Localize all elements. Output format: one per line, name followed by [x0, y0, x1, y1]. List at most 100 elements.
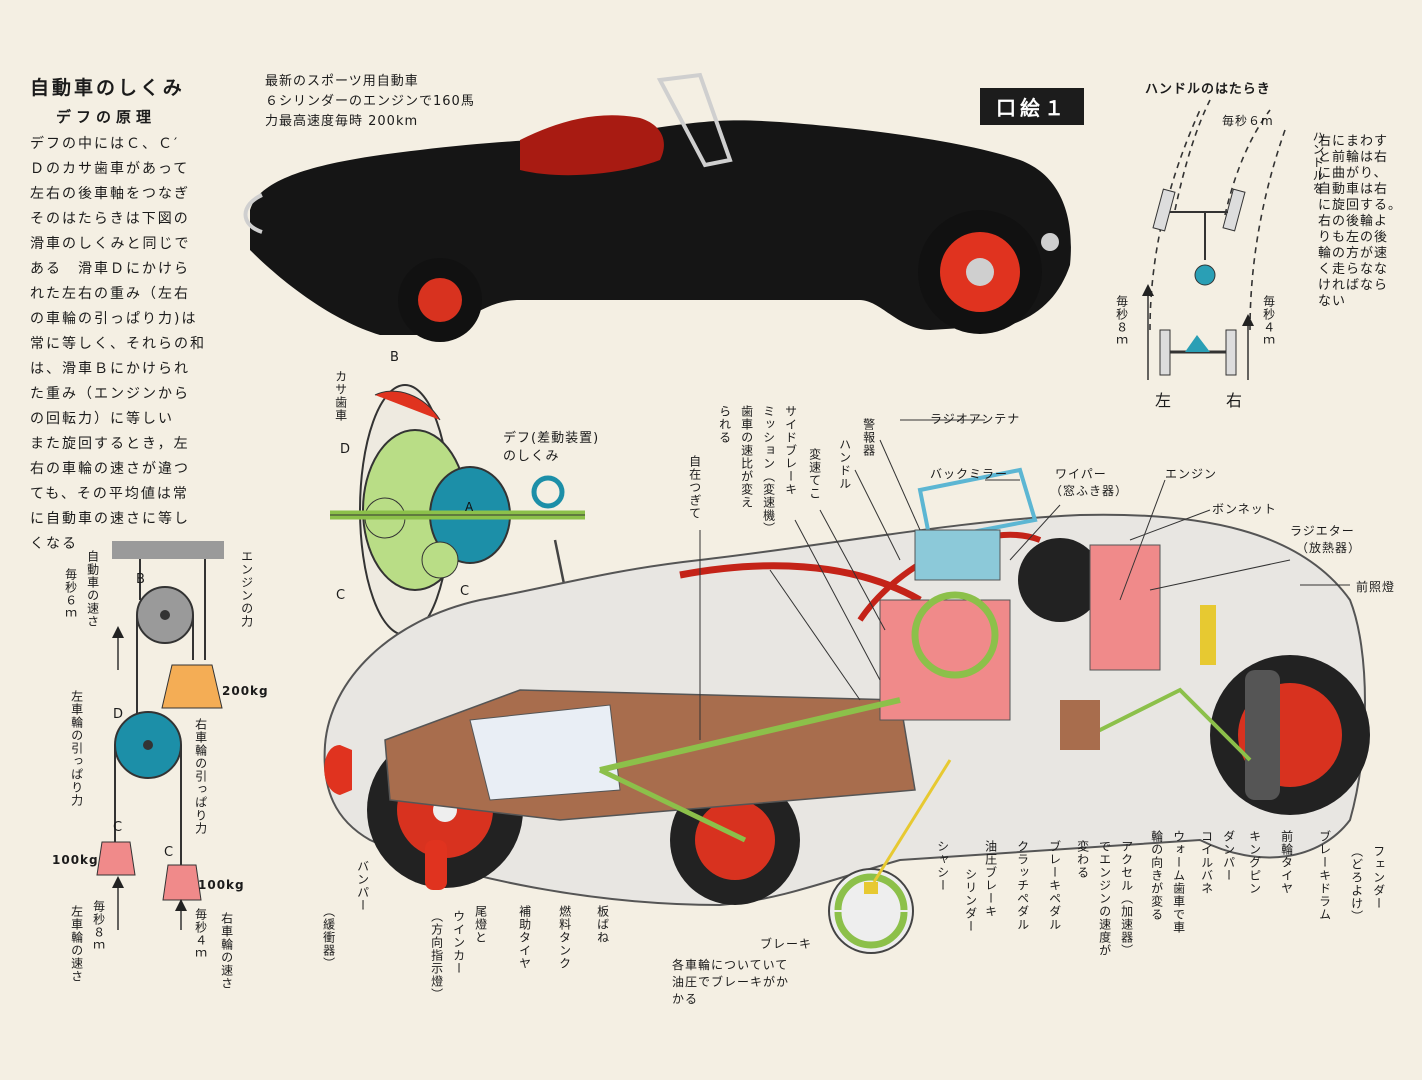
- car-caption-line: ６シリンダーのエンジンで160馬: [265, 94, 475, 109]
- pulley-label-d: D: [113, 707, 125, 722]
- label-accelerator-3: 変わる: [1075, 840, 1090, 879]
- sports-car-illustration: [243, 72, 1071, 342]
- label-fender-sub: （どろよけ）: [1349, 845, 1364, 923]
- steering-note-line: に曲がり、: [1318, 166, 1388, 181]
- brake-note-line: かる: [672, 992, 699, 1006]
- diff-gear-label: カサ歯車: [333, 370, 348, 422]
- label-engine: エンジン: [1165, 467, 1218, 481]
- label-handle: ハンドル: [837, 438, 852, 490]
- steering-right-label: 右: [1226, 391, 1244, 410]
- pulley-left-speed-val: 毎秒８ｍ: [91, 900, 106, 952]
- steering-note-block: 右にまわす と前輪は右 に曲がり、 自動車は右 に旋回する。 右の後輪よ りも左…: [1318, 134, 1402, 310]
- steering-note-line: 右にまわす: [1318, 134, 1389, 149]
- label-bumper-sub: （緩衝器）: [321, 905, 336, 970]
- label-damper: ダンパー: [1221, 830, 1236, 882]
- steering-speed-right: 毎秒４ｍ: [1261, 295, 1276, 347]
- pulley-engine-force: エンジンの力: [239, 550, 254, 628]
- pulley-label-b: B: [136, 572, 146, 587]
- pulley-left-speed: 左車輪の速さ: [69, 905, 84, 983]
- steering-note-line: く走らなな: [1318, 262, 1389, 277]
- steering-title: ハンドルのはたらき: [1145, 82, 1271, 97]
- intro-line: デフの中にはＣ、Ｃ′: [30, 136, 180, 152]
- label-universal-joint: 自在つぎて: [687, 455, 702, 520]
- label-side-brake: サイドブレーキ: [783, 405, 798, 496]
- pulley-weight-200: 200kg: [222, 684, 269, 698]
- label-brake-pedal: ブレーキペダル: [1047, 840, 1062, 931]
- label-fender: フェンダー: [1371, 845, 1386, 910]
- diff-label-a: A: [465, 500, 475, 514]
- label-bonnet: ボンネット: [1212, 502, 1277, 516]
- label-leaf-spring: 板ばね: [595, 905, 610, 944]
- label-mission-3: られる: [717, 405, 732, 444]
- steering-note-line: と前輪は右: [1318, 150, 1389, 165]
- intro-line: は、滑車Ｂにかけられ: [30, 361, 190, 377]
- pulley-label-c1: C: [113, 820, 124, 835]
- intro-line: 左右の後車軸をつなぎ: [30, 186, 190, 202]
- label-accelerator-2: でエンジンの速度が: [1097, 840, 1112, 957]
- steering-note-line: ければなら: [1318, 278, 1389, 293]
- car-caption: 最新のスポーツ用自動車 ６シリンダーのエンジンで160馬 力最高速度毎時 200…: [265, 72, 475, 132]
- label-radio-antenna: ラジオアンテナ: [930, 412, 1021, 426]
- section-subtitle: デフの原理: [56, 108, 157, 126]
- intro-line: 右の車輪の速さが違つ: [30, 461, 190, 477]
- steering-note-line: ハンドルを: [1311, 130, 1325, 195]
- intro-line: た重み（エンジンから: [30, 386, 190, 402]
- label-oil-brake-2: シリンダー: [963, 868, 978, 933]
- diff-label-d: D: [340, 442, 352, 457]
- label-worm-gear: ウォーム歯車で車: [1171, 830, 1186, 934]
- brake-drum-inset: [828, 759, 952, 954]
- label-spare-tire: 補助タイヤ: [517, 905, 532, 970]
- car-caption-line: 力最高速度毎時 200km: [265, 114, 419, 129]
- intro-line: そのはたらきは下図の: [30, 211, 190, 227]
- brake-note-line: 油圧でブレーキがか: [672, 975, 790, 989]
- label-wiper: ワイパー: [1055, 467, 1107, 481]
- page-title: 自動車のしくみ: [30, 77, 185, 99]
- brake-note-line: 各車輪についていて: [672, 958, 789, 972]
- steering-note-line: 右の後輪よ: [1318, 214, 1389, 229]
- leader-lines: [699, 419, 1350, 740]
- cutaway-car-illustration: [323, 467, 1370, 907]
- steering-speed-top: 毎秒６m: [1222, 114, 1274, 128]
- label-oil-brake: 油圧ブレーキ: [983, 840, 998, 918]
- label-kingpin: キングピン: [1247, 830, 1262, 895]
- intro-line: 常に等しく、それらの和: [30, 336, 206, 352]
- steering-note-line: 自動車は右: [1318, 182, 1389, 197]
- label-bumper: バンパー: [355, 860, 370, 912]
- intro-line: ても、その平均値は常: [30, 486, 189, 502]
- label-radiator-sub: （放熱器）: [1296, 541, 1362, 555]
- pulley-left-pull: 左車輪の引っぱり力: [69, 690, 84, 807]
- intro-line: 滑車のしくみと同じで: [30, 236, 191, 252]
- label-accelerator: アクセル（加速器）: [1119, 840, 1134, 957]
- car-caption-line: 最新のスポーツ用自動車: [265, 74, 419, 89]
- label-tail-lamp: 尾燈と: [473, 905, 488, 944]
- plate-badge: 口絵１: [980, 88, 1084, 125]
- label-clutch-pedal: クラッチペダル: [1015, 840, 1030, 931]
- pulley-car-speed: 自動車の速さ: [85, 550, 100, 628]
- intro-line: の回転力）に等しい: [30, 411, 174, 427]
- intro-line: に自動車の速さに等し: [30, 511, 190, 527]
- pulley-weight-100a: 100kg: [52, 853, 99, 867]
- label-worm-gear-2: 輪の向きが変る: [1149, 830, 1164, 921]
- label-back-mirror: バックミラー: [930, 467, 1009, 481]
- label-fuel-tank: 燃料タンク: [557, 905, 572, 970]
- label-tail-lamp-2: ウインカー: [451, 910, 466, 975]
- intro-line: れた左右の重み（左右: [30, 286, 190, 302]
- label-alarm: 警報器: [861, 418, 876, 457]
- steering-note-line: ない: [1318, 294, 1347, 309]
- steering-left-label: 左: [1155, 391, 1173, 410]
- label-wiper-sub: （窓ふき器）: [1050, 484, 1129, 498]
- steering-diagram: [1142, 99, 1286, 380]
- steering-note-line: りも左の後: [1318, 230, 1389, 245]
- steering-note-line: 輪の方が速: [1318, 246, 1389, 261]
- pulley-right-pull: 右車輪の引っぱり力: [193, 718, 208, 835]
- label-coil-spring: コイルバネ: [1199, 830, 1214, 895]
- intro-line: ある 滑車Ｄにかけら: [30, 261, 190, 277]
- diff-label-c1: C: [336, 588, 347, 603]
- pulley-right-speed: 右車輪の速さ: [219, 912, 234, 990]
- pulley-weight-100b: 100kg: [198, 878, 245, 892]
- steering-note: ハンドルを: [1310, 130, 1325, 370]
- label-tail-lamp-3: （方向指示燈）: [429, 910, 444, 1001]
- intro-line: くなる: [30, 536, 78, 552]
- diff-label-b: B: [390, 350, 400, 365]
- label-brake-drum: ブレーキドラム: [1317, 830, 1332, 921]
